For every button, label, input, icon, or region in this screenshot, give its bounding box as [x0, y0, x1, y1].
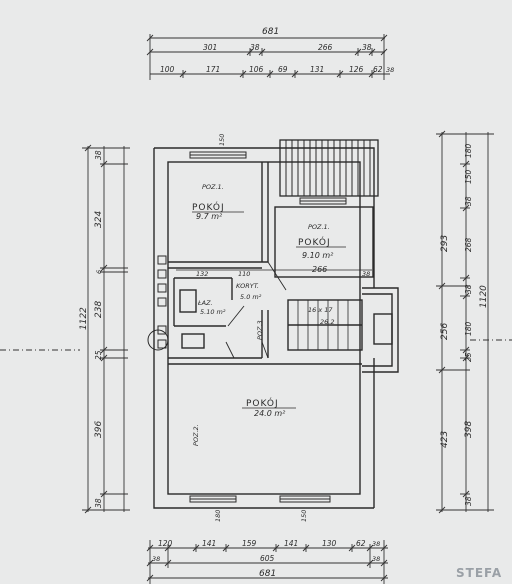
dim-bottom-r1-a: 120 [158, 539, 173, 548]
corridor-dim-2: 110 [238, 270, 250, 278]
left-dimension-chain [0, 144, 130, 514]
dim-top-r2-f: 126 [349, 65, 364, 74]
dim-top-r2-c: 106 [249, 65, 264, 74]
room1-name: POKÓJ [192, 201, 225, 213]
dim-right-inner-3: 268 [464, 237, 473, 252]
top-dimension-chain [146, 34, 390, 80]
dim-left-seg-3: 6 [95, 270, 103, 274]
dim-right-inner-8: 38 [464, 496, 473, 506]
dim-bottom-right-small: 38 [372, 555, 380, 563]
stairs-sub: 26.2 [320, 318, 334, 326]
window-dim-bottom-2: 150 [300, 510, 308, 522]
lazienka-area: 5.10 m² [200, 308, 226, 316]
room3-poz: POZ.2. [192, 424, 200, 446]
room2-poz: POZ.1. [308, 223, 330, 231]
room2-name: POKÓJ [298, 236, 331, 248]
room1-poz: POZ.1. [202, 183, 224, 191]
room1-area: 9.7 m² [196, 212, 223, 221]
lazienka-label: ŁAZ. [197, 299, 213, 307]
dim-left-seg-7: 38 [94, 498, 103, 508]
window-dim-top: 150 [218, 134, 226, 146]
door-swings [225, 261, 287, 359]
dim-left-seg-2: 324 [94, 211, 104, 228]
dim-top-r2-d: 69 [278, 65, 288, 74]
room3-name: POKÓJ [246, 397, 279, 409]
dim-left-seg-1: 38 [94, 150, 103, 160]
korytarz-label: KORYT. [236, 282, 259, 290]
dim-right-overall: 1120 [479, 285, 489, 308]
dim-right-top-small: 180 [464, 143, 473, 158]
bottom-dimension-chain [146, 540, 388, 584]
dim-bottom-r1-c: 159 [242, 539, 257, 548]
stairs-label: 16 x 17 [308, 306, 333, 314]
dim-bottom-r1-b: 141 [202, 539, 216, 548]
dim-top-r2-e: 131 [310, 65, 324, 74]
dim-bottom-left-small: 38 [152, 555, 160, 563]
dim-top-r2-h: 38 [386, 66, 394, 74]
balcony-hatching [279, 139, 379, 197]
dim-bottom-mid: 605 [260, 554, 275, 563]
dim-bottom-r1-e: 130 [322, 539, 337, 548]
dim-right-outer-2: 256 [440, 323, 450, 340]
right-dim-labels: 293 256 423 180 150 38 268 38 180 25 398… [440, 143, 489, 506]
dim-right-inner-7: 398 [464, 421, 474, 438]
dim-right-outer-3: 423 [440, 431, 450, 448]
dim-right-inner-2: 38 [464, 196, 473, 206]
dim-top-r2-b: 171 [206, 65, 220, 74]
dim-bottom-r1-d: 141 [284, 539, 298, 548]
left-dim-labels: 1122 38 324 6 238 25 396 38 [79, 150, 104, 508]
dim-top-r2-g: 62 [373, 65, 383, 74]
room2-area: 9.10 m² [302, 251, 334, 260]
korytarz-area: 5.0 m² [240, 293, 262, 301]
window-dim-bottom-1: 180 [214, 510, 222, 522]
stair-treads [297, 300, 349, 350]
dim-bottom-r1-g: 38 [372, 540, 380, 548]
dim-right-inner-4: 38 [464, 284, 473, 294]
dim-right-inner-6: 25 [464, 352, 473, 362]
dim-left-seg-6: 396 [94, 421, 104, 438]
right-dimension-chain [436, 130, 512, 514]
building-walls [153, 147, 399, 509]
dim-bottom-overall: 681 [259, 569, 276, 579]
dim-top-r1-b: 38 [250, 43, 260, 52]
dim-left-seg-5: 25 [94, 350, 103, 360]
corridor-poz3: POZ.3 [256, 320, 264, 340]
dim-left-seg-4: 238 [94, 301, 104, 318]
dim-right-inner-1: 150 [464, 169, 473, 184]
dim-right-inner-5: 180 [464, 321, 473, 336]
room3-area: 24.0 m² [254, 409, 286, 418]
room2-width: 266 [312, 265, 327, 274]
dim-top-r1-a: 301 [203, 43, 217, 52]
dim-right-outer-1: 293 [440, 235, 450, 252]
dim-top-overall: 681 [262, 27, 279, 37]
dim-bottom-r1-f: 62 [356, 539, 366, 548]
dim-left-overall: 1122 [79, 307, 89, 330]
corridor-dim-38: 38 [362, 270, 370, 278]
dim-top-r1-c: 266 [318, 43, 333, 52]
windows [147, 151, 347, 503]
watermark-text: STEFA [456, 566, 503, 580]
corridor-dim-1: 132 [196, 270, 208, 278]
dim-top-r1-d: 38 [362, 43, 372, 52]
dim-top-r2-a: 100 [160, 65, 175, 74]
